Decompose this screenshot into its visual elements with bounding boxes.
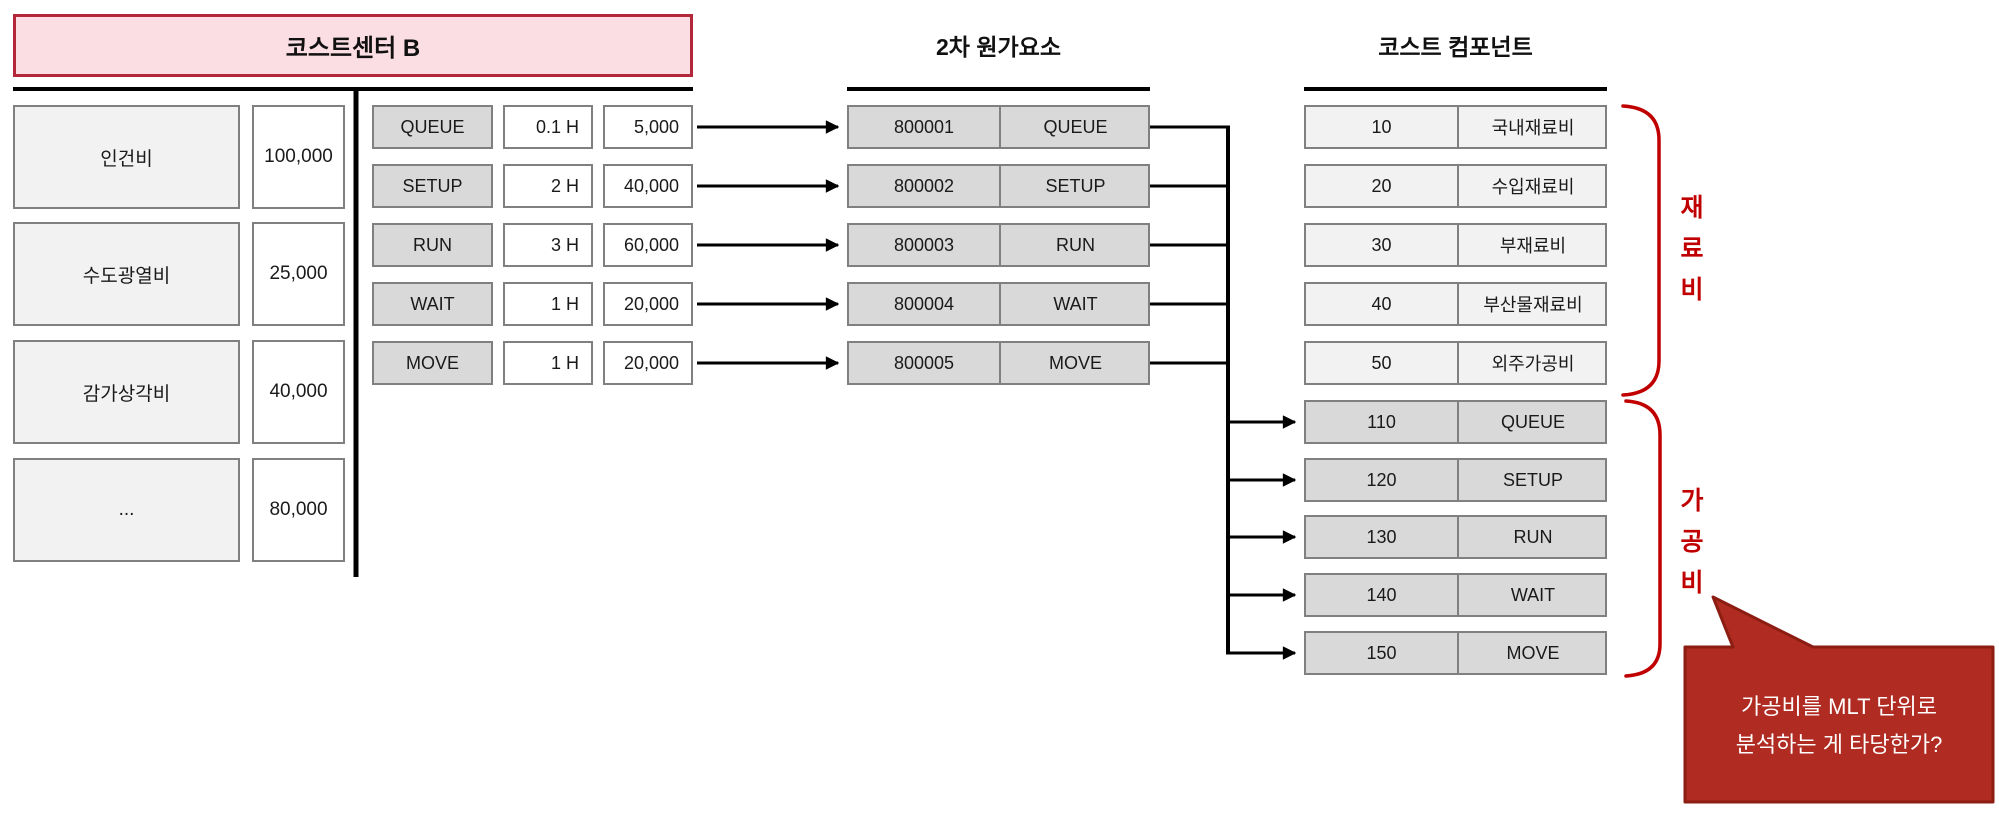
cost-component-row: 50 외주가공비 xyxy=(1304,341,1607,385)
secondary-element-row: 800002 SETUP xyxy=(847,164,1150,208)
element-label: SETUP xyxy=(999,166,1150,206)
component-label: SETUP xyxy=(1457,460,1607,500)
activity-amount: 40,000 xyxy=(603,164,693,208)
component-label: 국내재료비 xyxy=(1457,107,1607,147)
component-code: 50 xyxy=(1371,352,1392,373)
component-code: 130 xyxy=(1366,526,1397,547)
secondary-element-row: 800001 QUEUE xyxy=(847,105,1150,149)
cost-components-title: 코스트 컴포넌트 xyxy=(1378,34,1533,60)
account-amount: 25,000 xyxy=(252,222,345,326)
secondary-elements-title: 2차 원가요소 xyxy=(936,34,1061,60)
element-label: WAIT xyxy=(999,284,1150,324)
element-label: MOVE xyxy=(999,343,1150,383)
activity-amount: 5,000 xyxy=(603,105,693,149)
account-amount: 40,000 xyxy=(252,340,345,444)
component-code: 120 xyxy=(1366,469,1397,490)
cost-component-row: 110 QUEUE xyxy=(1304,400,1607,444)
element-code: 800004 xyxy=(893,293,955,314)
material-group-bracket xyxy=(1621,104,1661,397)
activity-amount: 60,000 xyxy=(603,223,693,267)
activity-hours: 0.1 H xyxy=(503,105,593,149)
account-amount: 100,000 xyxy=(252,105,345,209)
element-code: 800001 xyxy=(893,116,955,137)
component-code: 10 xyxy=(1371,116,1392,137)
cost-component-row: 130 RUN xyxy=(1304,515,1607,559)
component-code: 140 xyxy=(1366,584,1397,605)
component-code: 110 xyxy=(1367,411,1396,432)
component-code: 150 xyxy=(1366,642,1397,663)
cost-component-row: 40 부산물재료비 xyxy=(1304,282,1607,326)
account-label: 인건비 xyxy=(13,105,240,209)
element-label: RUN xyxy=(999,225,1150,265)
activity-label: WAIT xyxy=(372,282,493,326)
activity-label: RUN xyxy=(372,223,493,267)
account-label: ... xyxy=(13,458,240,562)
cost-center-title: 코스트센터 B xyxy=(285,35,421,62)
component-label: 부재료비 xyxy=(1457,225,1607,265)
secondary-element-row: 800003 RUN xyxy=(847,223,1150,267)
cost-component-row: 30 부재료비 xyxy=(1304,223,1607,267)
activity-label: SETUP xyxy=(372,164,493,208)
component-code: 40 xyxy=(1371,293,1392,314)
element-code: 800003 xyxy=(893,234,955,255)
component-label: MOVE xyxy=(1457,633,1607,673)
element-to-component-bus xyxy=(1150,125,1297,660)
activity-amount: 20,000 xyxy=(603,341,693,385)
processing-group-bracket xyxy=(1624,399,1662,678)
component-label: RUN xyxy=(1457,517,1607,557)
material-group-label: 재료비 xyxy=(1680,194,1704,304)
cost-component-row: 150 MOVE xyxy=(1304,631,1607,675)
element-label: QUEUE xyxy=(999,107,1150,147)
component-code: 30 xyxy=(1371,234,1392,255)
callout-line-2: 분석하는 게 타당한가? xyxy=(1735,732,1943,757)
element-code: 800002 xyxy=(893,175,955,196)
account-amount: 80,000 xyxy=(252,458,345,562)
component-label: WAIT xyxy=(1457,575,1607,615)
account-label: 감가상각비 xyxy=(13,340,240,444)
activity-amount: 20,000 xyxy=(603,282,693,326)
activity-hours: 1 H xyxy=(503,282,593,326)
activity-hours: 3 H xyxy=(503,223,593,267)
component-label: 부산물재료비 xyxy=(1457,284,1607,324)
cost-component-row: 120 SETUP xyxy=(1304,458,1607,502)
activity-label: MOVE xyxy=(372,341,493,385)
activity-hours: 1 H xyxy=(503,341,593,385)
cost-component-row: 20 수입재료비 xyxy=(1304,164,1607,208)
activity-to-element-arrows xyxy=(697,120,840,370)
activity-label: QUEUE xyxy=(372,105,493,149)
component-label: 수입재료비 xyxy=(1457,166,1607,206)
cost-center-header: 코스트센터 B xyxy=(13,14,693,77)
callout-line-1: 가공비를 MLT 단위로 xyxy=(1741,694,1937,719)
element-code: 800005 xyxy=(893,352,955,373)
component-code: 20 xyxy=(1371,175,1392,196)
component-label: QUEUE xyxy=(1457,402,1607,442)
callout-text: 가공비를 MLT 단위로 분석하는 게 타당한가? xyxy=(1685,688,1993,764)
cost-component-row: 140 WAIT xyxy=(1304,573,1607,617)
processing-group-label: 가공비 xyxy=(1680,487,1704,597)
component-label: 외주가공비 xyxy=(1457,343,1607,383)
activity-hours: 2 H xyxy=(503,164,593,208)
secondary-element-row: 800004 WAIT xyxy=(847,282,1150,326)
account-label: 수도광열비 xyxy=(13,222,240,326)
cost-component-row: 10 국내재료비 xyxy=(1304,105,1607,149)
secondary-element-row: 800005 MOVE xyxy=(847,341,1150,385)
